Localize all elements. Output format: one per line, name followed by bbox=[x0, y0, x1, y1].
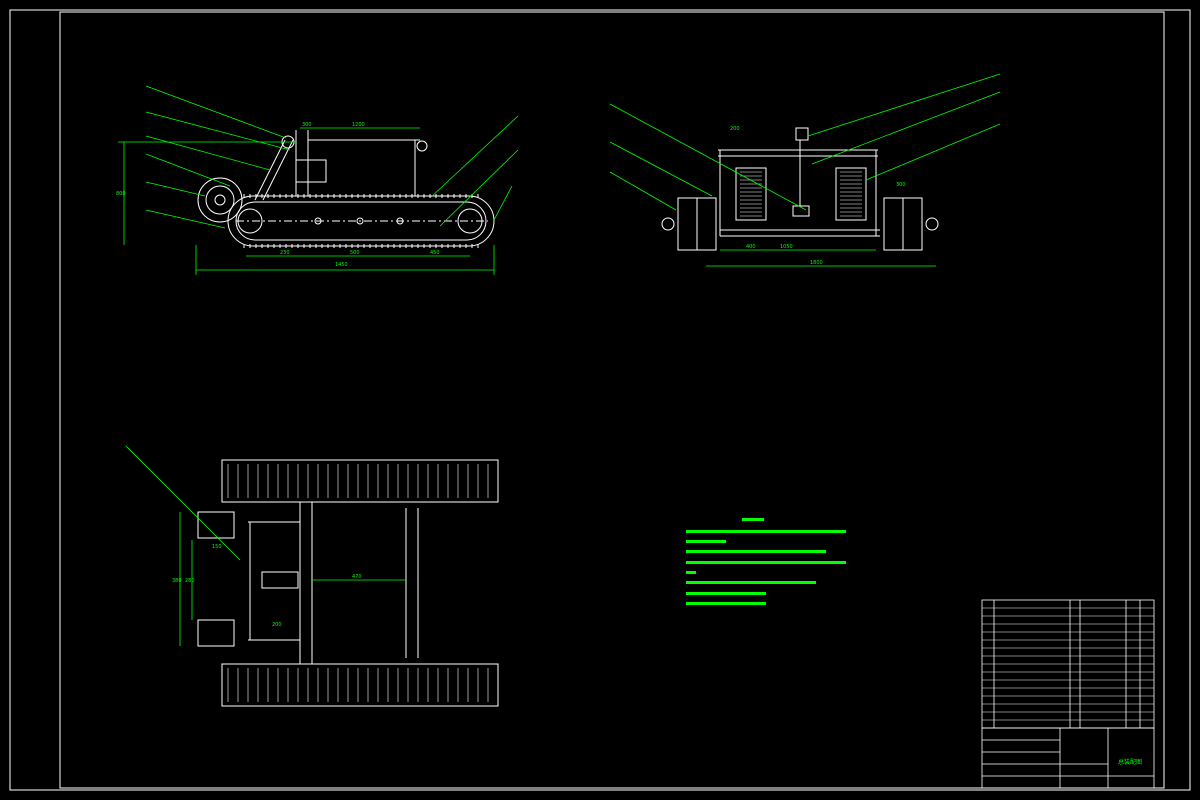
side-leader-9 bbox=[493, 185, 513, 221]
top-dim-span: 470 bbox=[352, 574, 362, 580]
technical-notes bbox=[686, 518, 846, 605]
side-leader-4 bbox=[145, 153, 231, 187]
outer-frame bbox=[9, 9, 1191, 791]
side-dim-b: 500 bbox=[350, 250, 360, 256]
side-dim-overall: 1450 bbox=[335, 262, 348, 268]
side-dim-top2: 1200 bbox=[352, 122, 365, 128]
notes-line-6 bbox=[686, 602, 766, 605]
notes-line-2 bbox=[686, 550, 826, 553]
title-drawing-name: 总装配图 bbox=[1118, 758, 1142, 766]
side-leader-3 bbox=[145, 135, 271, 171]
top-motor-lower bbox=[197, 619, 235, 647]
front-leader-3 bbox=[609, 171, 677, 211]
side-arm-2 bbox=[262, 139, 294, 201]
side-leader-7 bbox=[429, 115, 519, 199]
top-center-coupler bbox=[261, 571, 299, 589]
front-top-mount bbox=[795, 127, 809, 141]
top-dim-d: 150 bbox=[212, 544, 222, 550]
notes-line-4 bbox=[686, 581, 816, 584]
notes-heading-mark bbox=[742, 518, 764, 521]
notes-line-3 bbox=[686, 561, 846, 564]
top-track-treads bbox=[227, 464, 489, 702]
side-drum-outer bbox=[197, 177, 243, 223]
front-dim-mid: 400 bbox=[746, 244, 756, 250]
side-dim-a: 230 bbox=[280, 250, 290, 256]
title-block bbox=[981, 727, 1155, 789]
parts-list-rows bbox=[982, 607, 1154, 721]
front-leader-1 bbox=[609, 103, 807, 211]
front-leader-2 bbox=[609, 141, 713, 197]
front-leader-6 bbox=[865, 123, 1001, 181]
front-left-hub bbox=[661, 217, 675, 231]
front-dim-left: 200 bbox=[730, 126, 740, 132]
top-leader-1 bbox=[125, 445, 241, 561]
side-mount bbox=[295, 159, 327, 183]
top-track-upper bbox=[221, 459, 499, 503]
front-dim-width: 1800 bbox=[810, 260, 823, 266]
side-roller-2 bbox=[356, 217, 364, 225]
front-leader-5 bbox=[811, 91, 1001, 165]
side-leader-6 bbox=[145, 209, 226, 229]
side-leader-5 bbox=[145, 181, 206, 197]
front-motor-fins bbox=[740, 171, 862, 217]
side-drum-hub bbox=[214, 194, 226, 206]
top-dim-a: 380 bbox=[172, 578, 182, 584]
top-view-dimensions bbox=[125, 445, 406, 646]
side-dim-c: 450 bbox=[430, 250, 440, 256]
front-left-motor bbox=[735, 167, 767, 221]
side-view-dimensions bbox=[118, 85, 519, 275]
side-hook bbox=[416, 140, 428, 152]
title-block-frame bbox=[981, 727, 1155, 789]
side-view bbox=[197, 130, 495, 248]
inner-frame bbox=[59, 11, 1165, 789]
top-dim-c: 200 bbox=[272, 622, 282, 628]
notes-line-1b bbox=[686, 540, 726, 543]
side-drum-mid bbox=[205, 185, 235, 215]
front-right-hub bbox=[925, 217, 939, 231]
top-motor-upper bbox=[197, 511, 235, 539]
side-leader-8 bbox=[439, 149, 519, 227]
notes-line-3b bbox=[686, 571, 696, 574]
top-view bbox=[197, 459, 499, 707]
front-view-dimensions bbox=[609, 73, 1001, 267]
front-leader-4 bbox=[807, 73, 1001, 137]
front-view bbox=[661, 127, 939, 251]
side-leader-1 bbox=[145, 85, 287, 139]
front-center-block bbox=[792, 205, 810, 217]
front-right-motor bbox=[835, 167, 867, 221]
front-dim-inner: 1050 bbox=[780, 244, 793, 250]
notes-line-5 bbox=[686, 592, 766, 595]
notes-line-1 bbox=[686, 530, 846, 533]
front-dim-right: 300 bbox=[896, 182, 906, 188]
side-leader-2 bbox=[145, 111, 291, 151]
top-dim-b: 280 bbox=[185, 578, 195, 584]
top-track-lower bbox=[221, 663, 499, 707]
side-track-teeth bbox=[243, 194, 479, 248]
side-dim-height: 800 bbox=[116, 191, 126, 197]
side-dim-top: 300 bbox=[302, 122, 312, 128]
